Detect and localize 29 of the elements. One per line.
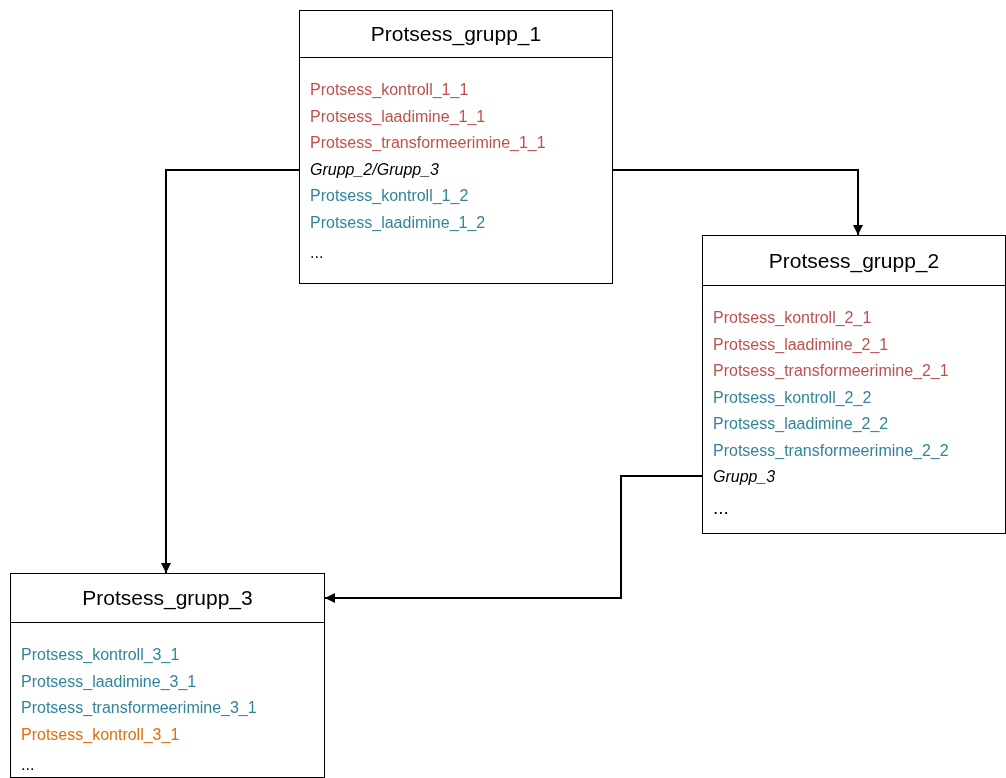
process-group-box [702,235,1006,534]
ellipsis-text: ... [310,243,324,263]
ellipsis-text: ... [713,495,729,520]
process-name: Protsess_kontroll_1_2 [310,186,469,206]
arrow [612,169,863,236]
process-group-box [10,573,325,778]
process-name: Protsess_transformeerimine_2_2 [713,440,949,461]
process-name: Protsess_kontroll_3_1 [21,645,180,665]
group-title: Protsess_grupp_2 [768,248,940,273]
process-name: Protsess_laadimine_1_2 [310,212,486,233]
group-title: Protsess_grupp_3 [82,586,253,610]
process-name: Protsess_kontroll_3_1 [21,724,180,745]
group-title: Protsess_grupp_1 [370,22,542,46]
process-name: Protsess_laadimine_1_1 [310,106,486,127]
group-reference: Grupp_2/Grupp_3 [310,159,439,180]
ellipsis-text: ... [21,755,35,775]
process-name: Protsess_laadimine_3_1 [21,671,197,692]
process-name: Protsess_kontroll_1_1 [310,80,469,100]
arrow [161,169,300,574]
process-name: Protsess_laadimine_2_1 [713,334,889,355]
process-name: Protsess_laadimine_2_2 [713,414,889,434]
arrow [324,475,703,603]
process-name: Protsess_kontroll_2_2 [713,387,872,408]
process-name: Protsess_transformeerimine_2_1 [713,361,949,381]
process-name: Protsess_transformeerimine_3_1 [21,698,257,718]
process-name: Protsess_transformeerimine_1_1 [310,133,546,153]
process-group-box [299,10,613,284]
process-name: Protsess_kontroll_2_1 [713,308,872,328]
group-reference: Grupp_3 [713,467,776,487]
